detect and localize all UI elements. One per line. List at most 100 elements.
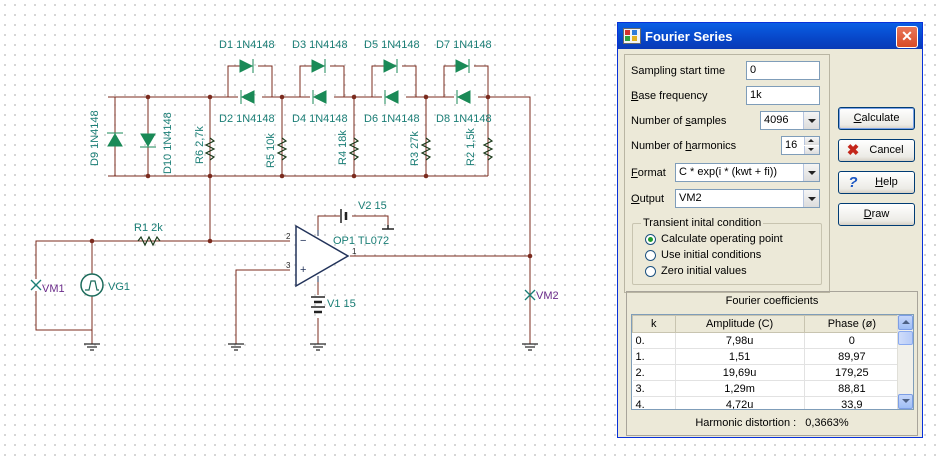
scroll-up-icon[interactable] bbox=[898, 315, 913, 330]
output-value: VM2 bbox=[679, 192, 702, 204]
vertical-scrollbar[interactable] bbox=[897, 315, 913, 409]
sampling-start-label: Sampling start time bbox=[631, 65, 726, 77]
cell-phase: 33,9 bbox=[804, 396, 901, 409]
opamp-symbol: − + bbox=[295, 224, 350, 288]
cell-k: 3. bbox=[632, 380, 676, 397]
output-label: Output bbox=[631, 193, 665, 205]
transient-group-label: Transient inital condition bbox=[641, 217, 764, 229]
label-r4: R4 18k bbox=[337, 130, 349, 165]
harmonic-distortion-readout: Harmonic distortion : 0,3663% bbox=[627, 417, 917, 429]
v2-battery-symbol bbox=[340, 209, 394, 230]
coefficients-table-container[interactable]: k Amplitude (C) Phase (ø) 0. 7,98u 0 1. … bbox=[631, 314, 914, 410]
scroll-thumb[interactable] bbox=[898, 331, 913, 345]
label-opamp: OP1 TL072 bbox=[333, 235, 389, 247]
calculate-label: Calculate bbox=[853, 112, 900, 124]
scroll-down-icon[interactable] bbox=[898, 394, 913, 409]
table-row[interactable]: 0. 7,98u 0 bbox=[632, 332, 901, 349]
close-button[interactable]: ✕ bbox=[896, 26, 918, 48]
sampling-start-input[interactable]: 0 bbox=[746, 61, 820, 80]
column-header[interactable]: Amplitude (C) bbox=[674, 315, 805, 333]
fourier-series-dialog[interactable]: Fourier Series ✕ Sampling start time 0 B… bbox=[617, 22, 923, 438]
cell-k: 4. bbox=[632, 396, 676, 409]
label-d1: D1 1N4148 bbox=[219, 39, 275, 51]
label-vm2: VM2 bbox=[536, 290, 559, 302]
radio-icon[interactable] bbox=[645, 266, 656, 277]
help-button[interactable]: ? Help bbox=[838, 171, 915, 194]
voltmeter-leads bbox=[35, 258, 531, 320]
radio-label: Calculate operating point bbox=[661, 233, 783, 245]
radio-icon[interactable] bbox=[645, 250, 656, 261]
cell-amplitude: 1,29m bbox=[675, 380, 805, 397]
label-r6: R6 2,7k bbox=[194, 126, 206, 164]
column-header[interactable]: Phase (ø) bbox=[803, 315, 901, 333]
circuit-schematic[interactable]: − + D1 1N4148 D3 1N4148 D5 1N4148 D7 1N4… bbox=[0, 0, 600, 462]
output-select[interactable]: VM2 bbox=[675, 189, 820, 208]
format-label: Format bbox=[631, 167, 666, 179]
fourier-coefficients-panel: Fourier coefficients k Amplitude (C) Pha… bbox=[626, 291, 918, 436]
label-d2: D2 1N4148 bbox=[219, 113, 275, 125]
base-frequency-input[interactable]: 1k bbox=[746, 86, 820, 105]
cell-amplitude: 4,72u bbox=[675, 396, 805, 409]
blue-question-icon: ? bbox=[848, 174, 858, 191]
label-r1: R1 2k bbox=[134, 222, 163, 234]
format-dropdown-icon[interactable] bbox=[803, 164, 819, 181]
ground-symbols bbox=[84, 343, 538, 351]
app-icon bbox=[623, 28, 641, 44]
v1-battery-symbol bbox=[311, 296, 325, 314]
table-row[interactable]: 2. 19,69u 179,25 bbox=[632, 364, 901, 381]
cell-amplitude: 19,69u bbox=[675, 364, 805, 381]
num-harmonics-label: Number of harmonics bbox=[631, 140, 737, 152]
table-row[interactable]: 3. 1,29m 88,81 bbox=[632, 380, 901, 397]
cell-amplitude: 1,51 bbox=[675, 348, 805, 365]
spin-down-icon[interactable] bbox=[804, 146, 819, 154]
dialog-titlebar[interactable]: Fourier Series ✕ bbox=[618, 23, 922, 49]
coefficients-table: k Amplitude (C) Phase (ø) 0. 7,98u 0 1. … bbox=[632, 315, 901, 409]
table-row[interactable]: 1. 1,51 89,97 bbox=[632, 348, 901, 365]
close-icon: ✕ bbox=[901, 28, 913, 44]
settings-panel bbox=[624, 54, 830, 293]
voltmeter-symbols bbox=[30, 279, 536, 301]
num-samples-dropdown-icon[interactable] bbox=[803, 112, 819, 129]
label-vm1: VM1 bbox=[42, 283, 65, 295]
junction-dots bbox=[89, 94, 533, 259]
label-d6: D6 1N4148 bbox=[364, 113, 420, 125]
table-row[interactable]: 4. 4,72u 33,9 bbox=[632, 396, 901, 409]
cancel-button[interactable]: ✖ Cancel bbox=[838, 139, 915, 162]
radio-label: Use initial conditions bbox=[661, 249, 762, 261]
calculate-button[interactable]: Calculate bbox=[838, 107, 915, 130]
pin-2-label: 2 bbox=[286, 232, 291, 241]
draw-button[interactable]: Draw bbox=[838, 203, 915, 226]
label-d9: D9 1N4148 bbox=[89, 110, 101, 166]
cell-amplitude: 7,98u bbox=[675, 332, 805, 349]
draw-label: Draw bbox=[863, 208, 890, 220]
pin-1-label: 1 bbox=[352, 247, 357, 256]
red-x-icon: ✖ bbox=[846, 142, 860, 159]
harmonic-distortion-value: 0,3663% bbox=[805, 417, 849, 429]
label-r3: R3 27k bbox=[409, 131, 421, 166]
num-harmonics-spinner[interactable]: 16 bbox=[781, 136, 820, 155]
radio-label: Zero initial values bbox=[661, 265, 747, 277]
format-value: C * exp(i * (kwt + fi)) bbox=[679, 166, 778, 178]
num-samples-value: 4096 bbox=[764, 114, 789, 126]
diode-lower-redraw bbox=[240, 90, 471, 104]
cell-phase: 89,97 bbox=[804, 348, 901, 365]
svg-text:−: − bbox=[300, 235, 306, 247]
coefficients-title: Fourier coefficients bbox=[725, 295, 819, 307]
output-dropdown-icon[interactable] bbox=[803, 190, 819, 207]
dialog-title: Fourier Series bbox=[645, 29, 733, 44]
d5-symbol bbox=[383, 59, 398, 73]
d3-symbol bbox=[311, 59, 326, 73]
format-select[interactable]: C * exp(i * (kwt + fi)) bbox=[675, 163, 820, 182]
cell-phase: 0 bbox=[804, 332, 901, 349]
vg1-generator-symbol bbox=[80, 273, 104, 297]
label-v2: V2 15 bbox=[358, 200, 387, 212]
num-harmonics-value: 16 bbox=[785, 139, 798, 151]
num-samples-select[interactable]: 4096 bbox=[760, 111, 820, 130]
spin-up-icon[interactable] bbox=[804, 137, 819, 145]
label-vg1: VG1 bbox=[108, 281, 130, 293]
table-header-row: k Amplitude (C) Phase (ø) bbox=[632, 315, 901, 333]
cancel-label: Cancel bbox=[869, 144, 904, 156]
radio-icon-selected[interactable] bbox=[645, 234, 656, 245]
harmonic-distortion-label: Harmonic distortion : bbox=[695, 417, 797, 429]
column-header[interactable]: k bbox=[632, 315, 676, 333]
